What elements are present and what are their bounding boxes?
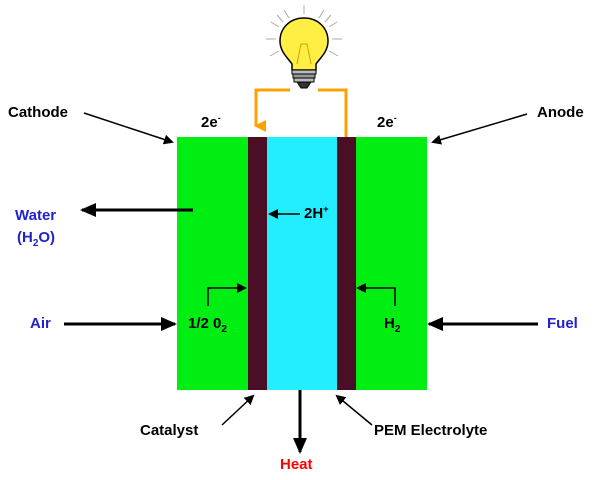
electrons-right-label: 2e- (377, 113, 397, 133)
water-formula-open: (H (17, 229, 33, 246)
fuel-label: Fuel (547, 315, 578, 332)
light-bulb-icon (266, 5, 342, 89)
hydrogen-feed-arrow (356, 283, 396, 306)
heat-label: Heat (280, 456, 313, 473)
oxygen-label: 1/2 02 (188, 315, 227, 335)
water-formula-sub: 2 (32, 238, 39, 249)
catalyst-pointer-arrow (221, 394, 255, 426)
hydrogen-label: H2 (384, 315, 400, 335)
protons-sup: + (323, 204, 329, 214)
anode-pointer-arrow (431, 113, 528, 145)
cathode-label: Cathode (8, 104, 68, 121)
oxygen-base: 1/2 0 (188, 315, 222, 332)
circuit-wire (256, 88, 348, 137)
cathode-pointer-arrow (83, 112, 174, 145)
anode-electrode (356, 137, 427, 390)
protons-label: 2H+ (304, 204, 329, 224)
water-label: Water (15, 207, 57, 224)
pem-pointer-arrow (335, 394, 373, 426)
pem-electrolyte-label: PEM Electrolyte (374, 422, 488, 439)
oxygen-sub: 2 (221, 324, 227, 335)
pem-electrolyte-layer (267, 137, 337, 390)
anode-catalyst-layer (337, 137, 356, 390)
cathode-catalyst-layer (248, 137, 267, 390)
protons-base: 2H (304, 205, 324, 222)
air-label: Air (30, 315, 51, 332)
electrons-right-base: 2e (377, 114, 394, 131)
hydrogen-base: H (384, 315, 395, 332)
catalyst-label: Catalyst (140, 422, 199, 439)
cathode-electrode (177, 137, 248, 390)
electrons-left-label: 2e- (201, 113, 221, 133)
electrons-left-sup: - (217, 113, 221, 123)
water-formula-label: (H2O) (17, 229, 55, 249)
electrons-left-base: 2e (201, 114, 218, 131)
anode-label: Anode (537, 104, 584, 121)
hydrogen-sub: 2 (394, 324, 401, 335)
electrons-right-sup: - (393, 113, 397, 123)
oxygen-feed-arrow (207, 283, 247, 306)
water-formula-close: O) (38, 229, 56, 246)
